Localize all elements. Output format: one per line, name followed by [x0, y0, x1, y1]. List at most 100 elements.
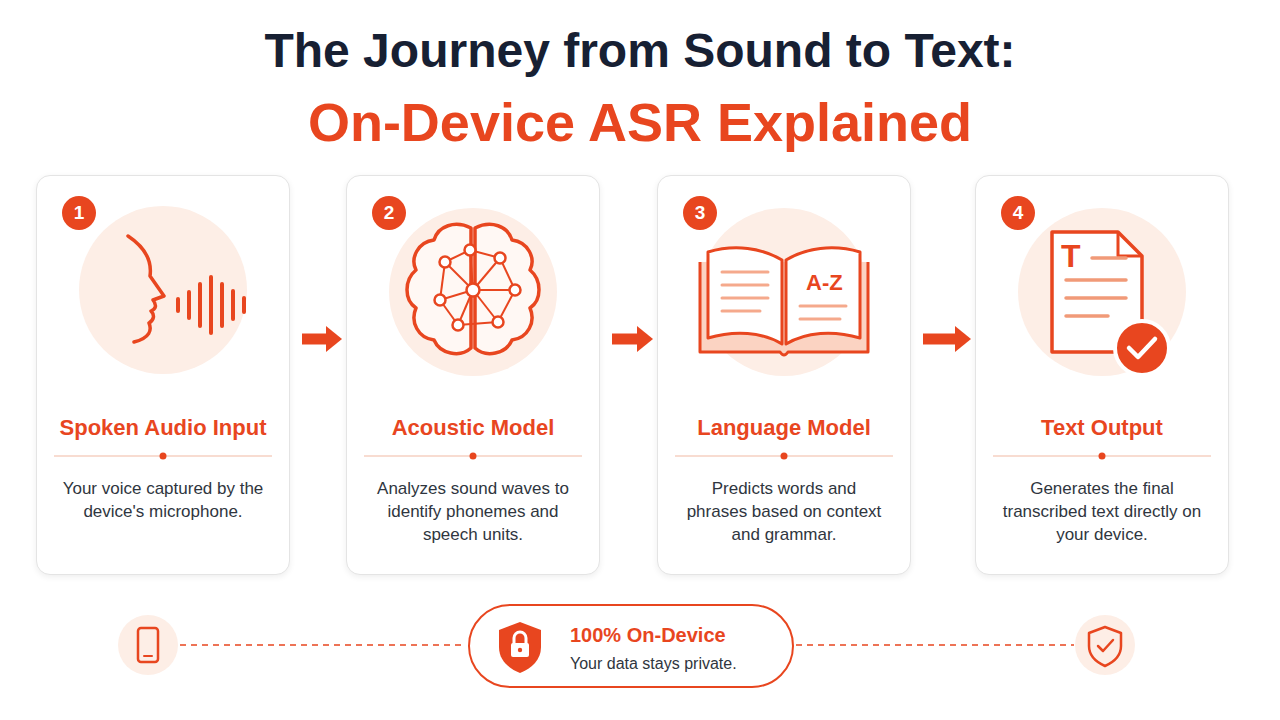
divider-line [675, 455, 893, 456]
text-line [1092, 256, 1126, 260]
network-node [440, 257, 451, 268]
network-link [445, 262, 473, 290]
network-link [440, 300, 458, 325]
network-links [440, 250, 515, 325]
step-heading: Language Model [666, 414, 902, 442]
text-line [800, 305, 846, 308]
network-node [467, 284, 480, 297]
step-badge: 2 [372, 196, 406, 230]
step-badge: 4 [1001, 196, 1035, 230]
sound-wave [178, 277, 244, 333]
icon-backdrop [118, 615, 178, 675]
book-illustration [700, 208, 868, 376]
icon-backdrop [79, 206, 247, 374]
text-line [1066, 296, 1126, 300]
shield-icon [1089, 627, 1121, 666]
network-link [458, 322, 498, 325]
network-link [473, 258, 500, 290]
process-card: Language ModelPredicts words and phrases… [657, 175, 911, 575]
network-node [495, 253, 506, 264]
step-number: 4 [1001, 196, 1035, 230]
flow-arrow [612, 334, 637, 345]
divider-dot [160, 453, 167, 460]
text-line [722, 271, 768, 274]
network-link [445, 250, 470, 262]
lock-body [511, 643, 529, 657]
step-heading: Acoustic Model [355, 414, 591, 442]
icon-backdrop [1075, 615, 1135, 675]
step-heading: Spoken Audio Input [45, 414, 281, 442]
flow-arrow [302, 334, 326, 345]
brain-lobe [475, 224, 539, 353]
document-lines [1066, 258, 1126, 316]
network-link [498, 290, 515, 322]
network-link [473, 290, 498, 322]
divider-line [993, 455, 1211, 456]
privacy-note: Your data stays private. [570, 654, 786, 674]
dashed-line [180, 644, 466, 646]
shield-check [1098, 640, 1113, 651]
network-link [500, 258, 515, 290]
lock-keyhole [518, 648, 522, 652]
voice-illustration [79, 206, 247, 374]
icon-backdrop [389, 208, 557, 376]
network-node [435, 295, 446, 306]
privacy-badge: 100% On-DeviceYour data stays private. [468, 604, 794, 688]
network-link [440, 290, 473, 300]
wave-bar [220, 284, 224, 326]
divider-line [54, 455, 272, 456]
wave-bar [209, 277, 213, 333]
book-page [708, 248, 782, 344]
step-number: 2 [372, 196, 406, 230]
step-badge: 3 [683, 196, 717, 230]
text-line [1066, 278, 1126, 282]
text-line [800, 318, 840, 321]
text-line [722, 297, 768, 300]
step-heading: Text Output [984, 414, 1220, 442]
page-lines [722, 272, 846, 319]
icon-backdrop [700, 208, 868, 376]
brain-lobe [407, 224, 471, 353]
dashed-line [796, 644, 1074, 646]
document-fold [1118, 232, 1142, 256]
process-card: Acoustic ModelAnalyzes sound waves to id… [346, 175, 600, 575]
lock-shield-icon [499, 622, 541, 673]
document-illustration [1018, 208, 1186, 376]
subtitle: On-Device ASR Explained [0, 90, 1280, 154]
network-link [473, 289, 515, 291]
network-link [458, 290, 473, 325]
divider-dot [1099, 453, 1106, 460]
network-link [470, 250, 473, 290]
step-description: Generates the final transcribed text dir… [1000, 477, 1204, 546]
step-badge: 1 [62, 196, 96, 230]
network-node [453, 320, 464, 331]
network-nodes [435, 245, 521, 331]
privacy-strip [118, 615, 1135, 675]
step-description: Predicts words and phrases based on cont… [682, 477, 886, 546]
book-cover [700, 262, 868, 355]
check-badge [1115, 321, 1169, 375]
step-number: 1 [62, 196, 96, 230]
lock-shackle [514, 632, 526, 644]
process-card: Spoken Audio InputYour voice captured by… [36, 175, 290, 575]
wave-bar [187, 292, 191, 318]
network-link [440, 262, 445, 300]
icon-backdrop [1018, 208, 1186, 376]
face-profile [128, 236, 164, 342]
text-line [722, 310, 760, 313]
title: The Journey from Sound to Text: [0, 22, 1280, 80]
step-number: 3 [683, 196, 717, 230]
text-line [722, 284, 768, 287]
wave-bar [198, 284, 202, 326]
book-page [786, 248, 860, 344]
divider-dot [781, 453, 788, 460]
wave-bar [176, 299, 180, 311]
network-node [465, 245, 476, 256]
flow-arrow [923, 334, 955, 345]
step-description: Analyzes sound waves to identify phoneme… [371, 477, 575, 546]
network-node [510, 285, 521, 296]
text-line [1066, 314, 1108, 318]
check-mark [1129, 339, 1155, 357]
phone-icon [138, 628, 158, 662]
